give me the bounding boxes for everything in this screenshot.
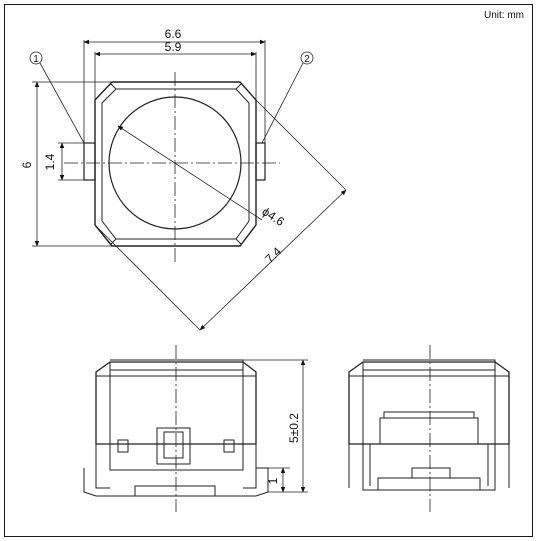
unit-label: Unit: mm (484, 10, 524, 21)
front-side-view (83, 345, 308, 512)
dim-diagonal: 7.4 (262, 244, 284, 266)
callout-1-label: 1 (33, 54, 39, 65)
dim-total-height: 5±0.2 (287, 413, 301, 443)
dim-height: 6 (20, 161, 34, 168)
right-side-view (348, 345, 510, 512)
right-body (348, 361, 510, 445)
dim-terminal-height: 1 (266, 477, 280, 484)
terminal-2 (255, 142, 266, 181)
callout-2-label: 2 (304, 54, 310, 65)
dim-body-width: 5.9 (165, 40, 182, 54)
terminal-1 (83, 142, 96, 181)
dim-overall-width: 6.6 (165, 27, 182, 41)
front-plunger (156, 427, 191, 465)
dim-terminal: 1.4 (43, 153, 57, 170)
callout-2-circle (300, 51, 314, 65)
top-view (29, 39, 347, 331)
dim-diameter: ϕ4.6 (260, 204, 288, 229)
callout-1-circle (29, 51, 43, 65)
